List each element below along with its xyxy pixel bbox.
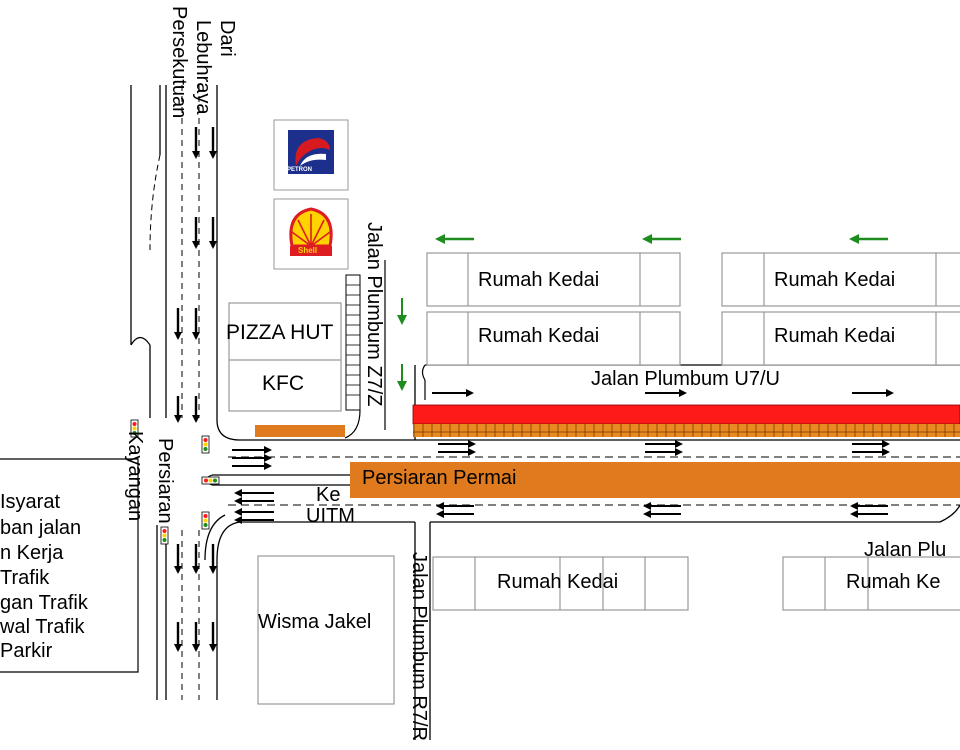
legend-item: ban jalan — [0, 517, 82, 539]
legend-item: gan Trafik — [0, 592, 88, 614]
label-kayangan: Kayangan — [124, 431, 146, 522]
petron-text: PETRON — [287, 167, 313, 173]
label-kfc: KFC — [262, 372, 304, 395]
label-wisma-jakel: Wisma Jakel — [258, 611, 372, 633]
arrows-eastbound — [232, 389, 894, 470]
red-zone — [412, 404, 960, 425]
legend-item: Parkir — [0, 640, 53, 662]
label-dari: Dari — [216, 20, 238, 57]
label-rumah-kedai-1: Rumah Kedai — [478, 269, 600, 291]
label-jalan-z7z: Jalan Plumbum Z7/Z — [363, 222, 385, 407]
label-rumah-ke: Rumah Ke — [846, 571, 941, 593]
label-persiaran-permai: Persiaran Permai — [362, 467, 517, 489]
label-uitm: UITM — [306, 505, 355, 527]
label-rumah-kedai-5: Rumah Kedai — [497, 571, 619, 593]
permai-median — [350, 462, 960, 498]
label-lebuhraya: Lebuhraya — [192, 20, 214, 115]
traffic-light-5 — [160, 526, 169, 545]
legend-box — [0, 458, 139, 673]
pizza-kfc-building — [228, 302, 342, 412]
label-rumah-kedai-3: Rumah Kedai — [774, 269, 896, 291]
shell-logo — [273, 198, 349, 270]
corner-orange-strip — [255, 425, 345, 437]
label-rumah-kedai-4: Rumah Kedai — [774, 325, 896, 347]
traffic-light-3 — [201, 476, 220, 485]
shell-text: Shell — [298, 246, 318, 255]
petron-logo — [273, 119, 349, 191]
shop-block-bottom — [432, 556, 960, 611]
label-jalan-u7u: Jalan Plumbum U7/U — [591, 368, 780, 390]
parking-strip — [413, 424, 960, 437]
legend-item: Trafik — [0, 567, 50, 589]
label-persekutuan: Persekutuan — [168, 6, 190, 119]
main-road-vertical — [130, 85, 241, 700]
label-persiaran: Persiaran — [154, 438, 176, 524]
legend-item: n Kerja — [0, 542, 64, 564]
label-pizza-hut: PIZZA HUT — [226, 321, 334, 344]
legend-item: wal Trafik — [0, 616, 85, 638]
driveway-steps — [344, 274, 361, 439]
arrows-southbound — [174, 127, 217, 652]
traffic-light-2 — [201, 435, 210, 454]
wisma-jakel-building — [257, 555, 395, 705]
shop-block-top-left — [426, 252, 681, 366]
label-ke: Ke — [316, 484, 341, 506]
label-jalan-plu: Jalan Plu — [864, 539, 947, 561]
arrows-westbound — [234, 489, 888, 524]
shop-block-top-right — [721, 252, 960, 366]
legend-item: Isyarat — [0, 491, 61, 513]
traffic-light-1 — [130, 419, 139, 438]
label-rumah-kedai-2: Rumah Kedai — [478, 325, 600, 347]
label-jalan-r7r: Jalan Plumbum R7/R — [408, 552, 430, 741]
traffic-light-4 — [201, 511, 210, 530]
